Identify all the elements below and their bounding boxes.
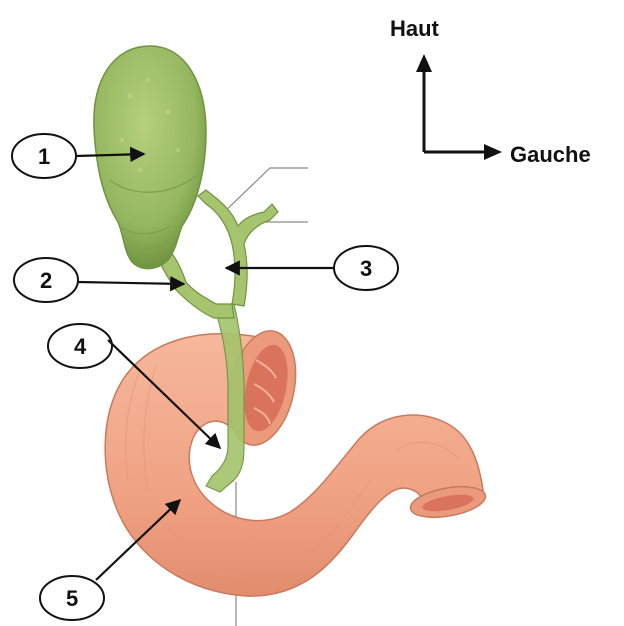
- orientation-left-label: Gauche: [510, 142, 591, 167]
- callout-2-arrow: [78, 282, 184, 284]
- gallbladder-body: [94, 46, 206, 269]
- orientation-up-label: Haut: [390, 16, 440, 41]
- callout-2-number: 2: [40, 268, 52, 293]
- gallbladder: [94, 46, 206, 269]
- orientation-up-arrowhead: [416, 54, 432, 72]
- orientation-left-arrowhead: [484, 144, 502, 160]
- leader-line-top: [222, 168, 308, 214]
- duodenum: [105, 325, 488, 596]
- callout-1-number: 1: [38, 144, 50, 169]
- callout-4-number: 4: [74, 334, 87, 359]
- callout-3-number: 3: [360, 256, 372, 281]
- callout-5-number: 5: [66, 586, 78, 611]
- callout-3: 3: [226, 246, 398, 290]
- orientation-indicator: Haut Gauche: [390, 16, 591, 167]
- hepatic-duct: [198, 190, 278, 306]
